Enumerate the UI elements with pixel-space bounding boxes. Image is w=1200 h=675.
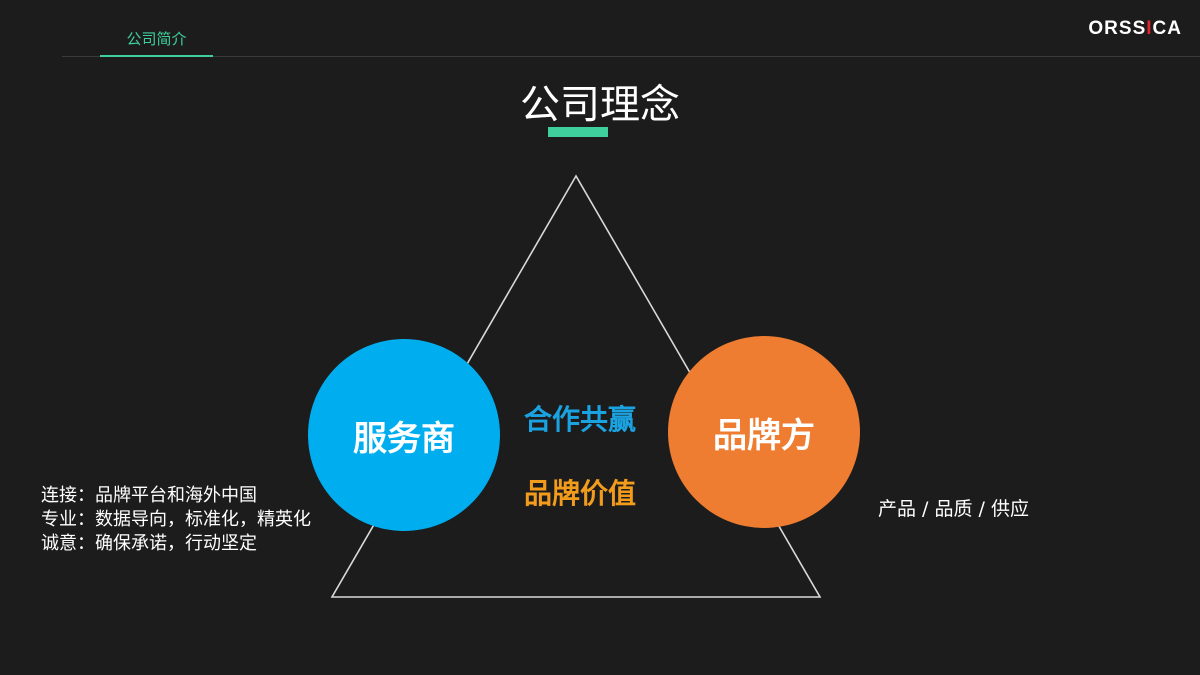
- brand-owner-node: 品牌方: [668, 336, 860, 528]
- note-sincerity: 诚意：确保承诺，行动坚定: [41, 533, 257, 554]
- brand-owner-note: 产品 / 品质 / 供应: [878, 498, 1029, 520]
- logo-mark: I: [1146, 18, 1153, 39]
- service-provider-notes: 连接：品牌平台和海外中国 专业：数据导向，标准化，精英化 诚意：确保承诺，行动坚…: [41, 484, 311, 556]
- logo-text-right: CA: [1152, 18, 1182, 39]
- orssica-logo: ORSSICA: [1088, 18, 1182, 40]
- service-provider-label: 服务商: [353, 418, 455, 459]
- title-accent-bar: [548, 127, 608, 137]
- logo-text-left: ORSS: [1088, 18, 1147, 39]
- nav-tab-company-intro[interactable]: 公司简介: [126, 30, 187, 48]
- brand-owner-label: 品牌方: [713, 415, 815, 456]
- service-provider-node: 服务商: [308, 339, 500, 531]
- header-divider: [62, 56, 1200, 57]
- note-connection: 连接：品牌平台和海外中国: [41, 485, 257, 506]
- page-title: 公司理念: [520, 82, 680, 128]
- center-label-cooperation: 合作共赢: [523, 403, 636, 436]
- nav-tab-underline: [100, 55, 213, 57]
- note-professional: 专业：数据导向，标准化，精英化: [41, 509, 311, 530]
- center-label-brand-value: 品牌价值: [523, 477, 636, 510]
